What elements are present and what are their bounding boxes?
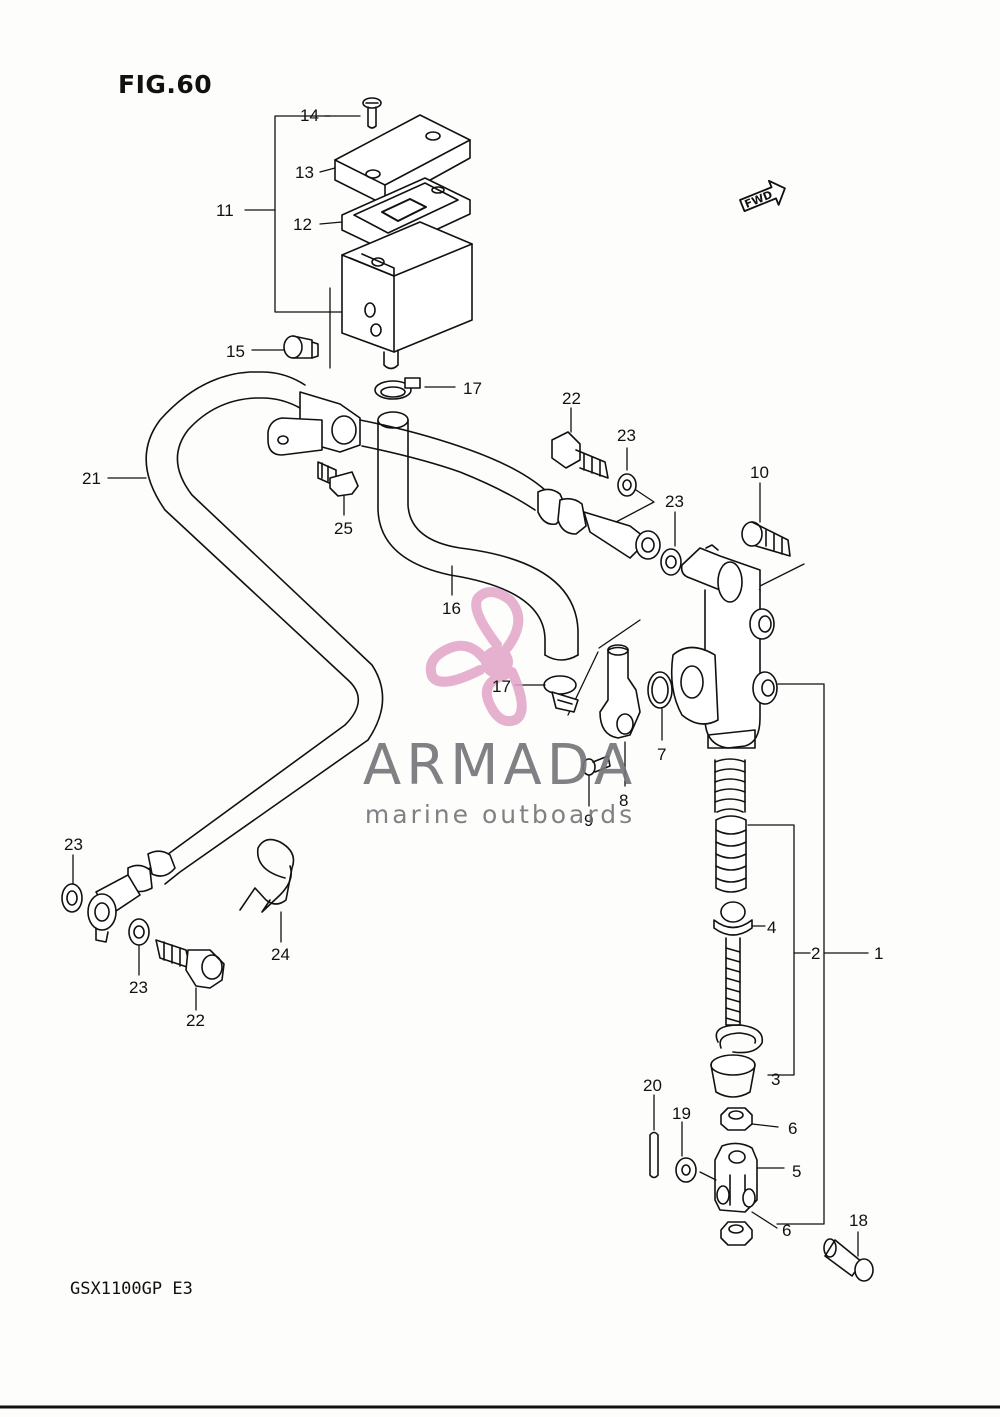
- reservoir-cap-part-13: [334, 114, 471, 206]
- callout-11: 11: [216, 201, 234, 220]
- clevis-part-5: [714, 1142, 758, 1213]
- callout-15: 15: [226, 342, 245, 361]
- dust-boot-part-3: [710, 1054, 756, 1098]
- hose-clamp-part-17-upper: [374, 377, 421, 400]
- callout-19: 19: [672, 1104, 691, 1123]
- callout-14: 14: [300, 106, 319, 125]
- callout-1: 1: [874, 944, 884, 963]
- leader-1-bracket: [776, 683, 825, 1225]
- hose-joint-part-8: [599, 644, 641, 739]
- callout-20: 20: [643, 1076, 662, 1095]
- watermark-propeller-logo: [425, 587, 527, 726]
- screw-part-9: [582, 755, 611, 776]
- callout-24: 24: [271, 945, 290, 964]
- reservoir-tank-part-11: [341, 221, 473, 370]
- washer-part-23-b: [660, 548, 682, 576]
- callout-4: 4: [767, 918, 777, 937]
- fwd-label: FWD: [743, 188, 775, 211]
- callout-16: 16: [442, 599, 461, 618]
- callout-17-lower: 17: [492, 677, 511, 696]
- washer-part-23-a: [617, 473, 637, 497]
- model-code-label: GSX1100GP E3: [70, 1279, 193, 1299]
- master-cylinder-body-part-1: [670, 544, 778, 749]
- nut-part-6-upper: [720, 1107, 753, 1131]
- spring-and-piston-part-2: [714, 758, 747, 893]
- callout-21: 21: [82, 469, 101, 488]
- callout-6-lower: 6: [782, 1221, 792, 1240]
- brake-hose-part-21: [87, 371, 384, 943]
- washer-part-19: [675, 1157, 697, 1183]
- callout-12: 12: [293, 215, 312, 234]
- bolt-part-10: [741, 521, 791, 557]
- callout-17-upper: 17: [463, 379, 482, 398]
- banjo-bolt-part-22-lower: [155, 939, 225, 989]
- callout-23-a: 23: [617, 426, 636, 445]
- watermark-brand-tagline: marine outboards: [364, 800, 636, 829]
- bolt-part-15: [283, 335, 319, 359]
- hose-clamp-part-17-lower: [543, 675, 579, 713]
- clevis-pin-part-18: [823, 1238, 874, 1282]
- callout-9: 9: [584, 811, 594, 830]
- bolt-part-25: [317, 461, 359, 497]
- callout-6-upper: 6: [788, 1119, 798, 1138]
- callout-2: 2: [811, 944, 821, 963]
- washer-part-23-d: [128, 918, 150, 946]
- callout-23-c: 23: [64, 835, 83, 854]
- circlip: [715, 1024, 764, 1054]
- banjo-bolt-part-22-upper: [551, 431, 609, 479]
- nut-part-6-lower: [720, 1221, 753, 1246]
- callout-22-lower: 22: [186, 1011, 205, 1030]
- figure-title: FIG.60: [118, 70, 213, 99]
- callout-23-d: 23: [129, 978, 148, 997]
- callout-18: 18: [849, 1211, 868, 1230]
- callout-22-upper: 22: [562, 389, 581, 408]
- leader-2-bracket: [747, 824, 795, 1076]
- forward-direction-arrow: FWD: [739, 179, 786, 213]
- callout-8: 8: [619, 791, 629, 810]
- cotter-pin-part-20: [649, 1131, 659, 1179]
- callout-7: 7: [657, 745, 667, 764]
- callout-3: 3: [771, 1070, 781, 1089]
- callout-5: 5: [792, 1162, 802, 1181]
- callout-23-b: 23: [665, 492, 684, 511]
- callout-25: 25: [334, 519, 353, 538]
- watermark-brand-name: ARMADA: [362, 733, 638, 798]
- callout-10: 10: [750, 463, 769, 482]
- brake-hose-upper: [359, 419, 661, 560]
- leader-11-bracket: [274, 115, 343, 313]
- hose-clip-part-24: [239, 838, 295, 913]
- reservoir-screw-part-14: [362, 97, 382, 129]
- callout-13: 13: [295, 163, 314, 182]
- washer-part-23-c: [61, 883, 83, 913]
- push-rod-part-4: [713, 901, 753, 1026]
